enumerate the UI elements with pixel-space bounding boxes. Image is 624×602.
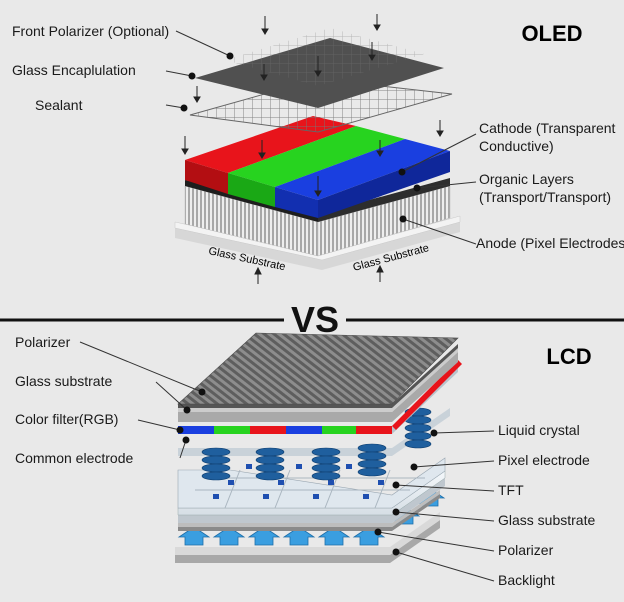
vs-divider: VS xyxy=(0,299,624,340)
lcd-bottom-polarizer xyxy=(178,490,440,531)
label-organic-layers-1: Organic Layers xyxy=(479,171,574,187)
oled-leader-dots xyxy=(180,52,421,223)
label-organic-layers-2: (Transport/Transport) xyxy=(479,189,611,205)
lcd-section: LCD xyxy=(15,332,595,588)
lcd-liquid-crystal xyxy=(201,407,432,481)
lcd-pixel-electrode-grid xyxy=(177,457,446,509)
label-lcd-glass-substrate-top: Glass substrate xyxy=(15,373,112,389)
label-lcd-common-electrode: Common electrode xyxy=(15,450,133,466)
oled-green-pixel xyxy=(228,126,405,187)
label-anode: Anode (Pixel Electrodes) xyxy=(476,235,624,251)
oled-title: OLED xyxy=(521,21,582,46)
lcd-color-filter xyxy=(178,360,462,434)
label-sealant: Sealant xyxy=(35,97,83,113)
label-lcd-polarizer-top: Polarizer xyxy=(15,334,71,350)
label-front-polarizer: Front Polarizer (Optional) xyxy=(12,23,169,39)
oled-section: OLED xyxy=(12,14,624,284)
label-cathode-2: Conductive) xyxy=(479,138,554,154)
label-lcd-color-filter: Color filter(RGB) xyxy=(15,411,118,427)
vs-label: VS xyxy=(291,299,339,340)
oled-rgb-pixels xyxy=(185,116,450,218)
oled-light-arrows xyxy=(181,14,444,284)
label-lcd-pixel-electrode: Pixel electrode xyxy=(498,452,590,468)
label-cathode-1: Cathode (Transparent xyxy=(479,120,616,136)
label-lcd-backlight: Backlight xyxy=(498,572,555,588)
oled-blue-pixel xyxy=(275,139,450,200)
label-glass-encapsulation: Glass Encaplulation xyxy=(12,62,136,78)
label-lcd-liquid-crystal: Liquid crystal xyxy=(498,422,580,438)
oled-front-polarizer xyxy=(225,28,424,86)
lcd-title: LCD xyxy=(546,344,591,369)
label-lcd-tft: TFT xyxy=(498,482,524,498)
lcd-leader-lines xyxy=(79,341,495,582)
lcd-backlight xyxy=(175,512,440,563)
lcd-leader-dots xyxy=(176,388,438,556)
lcd-top-polarizer xyxy=(177,332,459,408)
label-lcd-glass-substrate-bottom: Glass substrate xyxy=(498,512,595,528)
label-lcd-polarizer-bottom: Polarizer xyxy=(498,542,554,558)
